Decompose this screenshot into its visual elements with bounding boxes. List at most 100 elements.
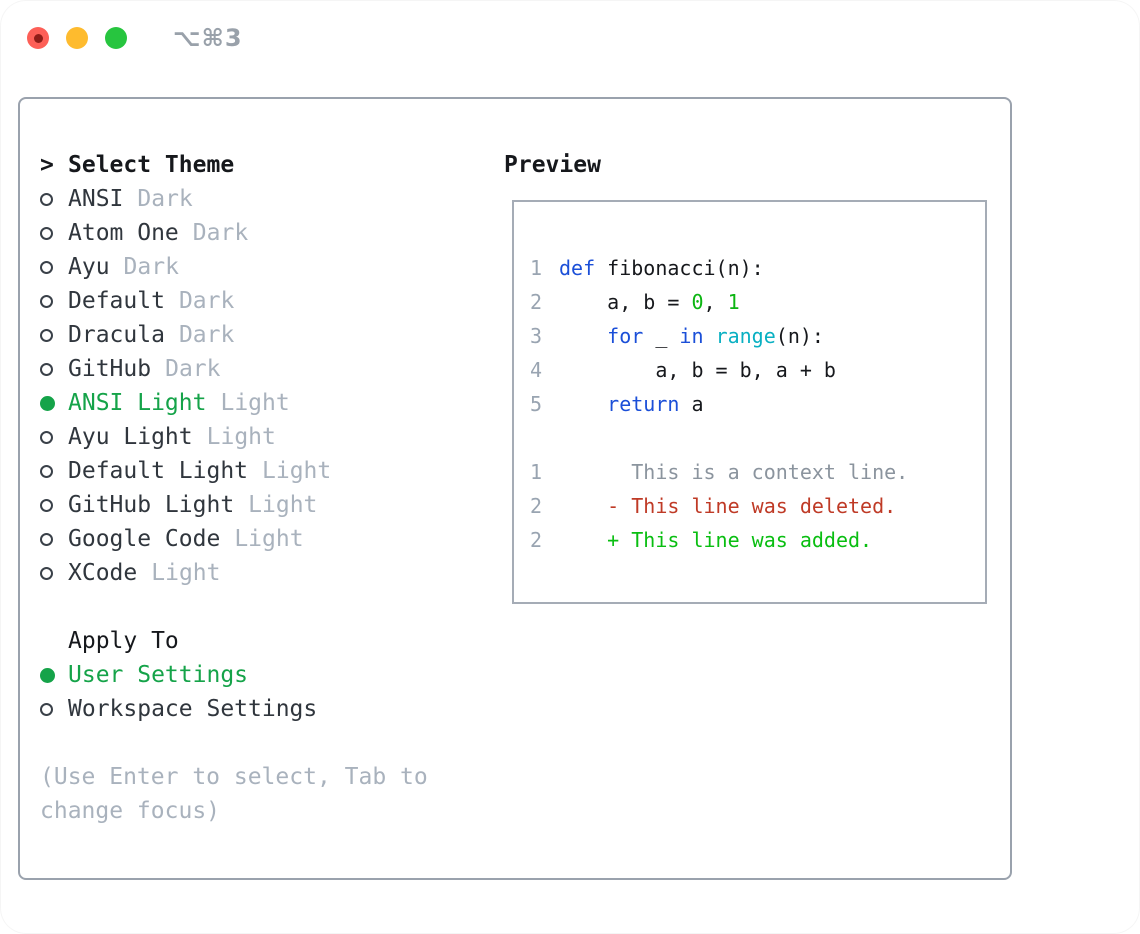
- hint-line-1: (Use Enter to select, Tab to: [40, 764, 428, 790]
- code-token-fg: [704, 324, 716, 348]
- code-token-kw: def: [559, 256, 596, 280]
- radio-icon: [40, 226, 53, 240]
- theme-option-google-code[interactable]: Google Code Light: [40, 522, 494, 556]
- theme-option-default-light[interactable]: Default Light Light: [40, 454, 494, 488]
- zoom-button[interactable]: [105, 27, 127, 49]
- radio-icon: [40, 294, 53, 308]
- line-number: 1: [530, 460, 543, 484]
- line-number: 5: [530, 392, 543, 416]
- apply-option-user-settings[interactable]: User Settings: [40, 658, 494, 692]
- radio-indicator: [40, 328, 68, 342]
- code-token-fg: [559, 392, 607, 416]
- line-number: 2: [530, 528, 543, 552]
- radio-icon: [40, 260, 53, 274]
- close-button[interactable]: [27, 27, 49, 49]
- code-token-fg: fibonacci(n):: [595, 256, 764, 280]
- theme-variant: Light: [220, 390, 290, 416]
- theme-name: Default Light: [68, 458, 249, 484]
- code-token-fg: a: [679, 392, 704, 416]
- theme-variant: Light: [234, 526, 304, 552]
- radio-indicator: [40, 395, 68, 411]
- code-token-fg: a, b =: [559, 290, 692, 314]
- radio-indicator: [40, 498, 68, 512]
- code-line: [530, 421, 985, 455]
- code-token-ctx: This is a context line.: [559, 460, 909, 484]
- code-line: 1 This is a context line.: [530, 455, 985, 489]
- code-token-kw: in: [679, 324, 704, 348]
- minimize-button[interactable]: [66, 27, 88, 49]
- theme-name: Dracula: [68, 322, 165, 348]
- code-line: 2 + This line was added.: [530, 523, 985, 557]
- radio-icon: [40, 702, 53, 716]
- theme-variant: Light: [262, 458, 332, 484]
- code-line: 1 def fibonacci(n):: [530, 251, 985, 285]
- theme-option-dracula[interactable]: Dracula Dark: [40, 318, 494, 352]
- theme-name: ANSI Light: [68, 390, 207, 416]
- code-token-kw: for: [607, 324, 644, 348]
- code-token-fg: _: [643, 324, 680, 348]
- theme-variant: Light: [248, 492, 318, 518]
- radio-indicator: [40, 192, 68, 206]
- radio-indicator: [40, 294, 68, 308]
- theme-option-default[interactable]: Default Dark: [40, 284, 494, 318]
- theme-name: Google Code: [68, 526, 221, 552]
- theme-variant: Light: [206, 424, 276, 450]
- radio-indicator: [40, 362, 68, 376]
- code-token-fn: range: [715, 324, 776, 348]
- hint-line-2: change focus): [40, 798, 221, 824]
- theme-name: XCode: [68, 560, 138, 586]
- code-token-add: + This line was added.: [559, 528, 873, 552]
- theme-variant: Dark: [137, 186, 193, 212]
- prompt-icon: >: [40, 152, 54, 178]
- radio-indicator: [40, 430, 68, 444]
- theme-variant: Dark: [123, 254, 179, 280]
- radio-icon: [40, 328, 53, 342]
- code-token-kw: return: [607, 392, 680, 416]
- preview-title: Preview: [504, 152, 601, 178]
- theme-name: ANSI: [68, 186, 124, 212]
- theme-name: GitHub Light: [68, 492, 235, 518]
- line-number: 1: [530, 256, 543, 280]
- select-theme-title: Select Theme: [68, 152, 235, 178]
- code-token-fg: ,: [703, 290, 728, 314]
- radio-indicator: [40, 260, 68, 274]
- radio-selected-icon: [40, 667, 55, 683]
- code-line: 5 return a: [530, 387, 985, 421]
- theme-option-ansi[interactable]: ANSI Dark: [40, 182, 494, 216]
- line-number: 2: [530, 494, 543, 518]
- theme-variant: Dark: [178, 288, 235, 314]
- code-token-fg: (n):: [775, 324, 824, 348]
- titlebar: ⌥⌘3: [27, 24, 243, 52]
- theme-variant: Dark: [178, 322, 235, 348]
- radio-indicator: [40, 566, 68, 580]
- radio-icon: [40, 430, 53, 444]
- theme-option-github-light[interactable]: GitHub Light Light: [40, 488, 494, 522]
- radio-indicator: [40, 667, 68, 683]
- theme-variant: Dark: [165, 356, 221, 382]
- code-line: 2 - This line was deleted.: [530, 489, 985, 523]
- code-token-fg: [559, 324, 607, 348]
- code-token-num: 0: [691, 290, 704, 314]
- apply-option-workspace-settings[interactable]: Workspace Settings: [40, 692, 494, 726]
- radio-selected-icon: [40, 395, 55, 411]
- apply-to-title: Apply To: [68, 628, 179, 654]
- apply-option-label: Workspace Settings: [68, 696, 318, 722]
- radio-icon: [40, 192, 53, 206]
- radio-icon: [40, 566, 53, 580]
- theme-name: Default: [68, 288, 165, 314]
- radio-indicator: [40, 702, 68, 716]
- code-token-num: 1: [727, 290, 740, 314]
- theme-option-ansi-light[interactable]: ANSI Light Light: [40, 386, 494, 420]
- code-line: 2 a, b = 0, 1: [530, 285, 985, 319]
- code-line: 3 for _ in range(n):: [530, 319, 985, 353]
